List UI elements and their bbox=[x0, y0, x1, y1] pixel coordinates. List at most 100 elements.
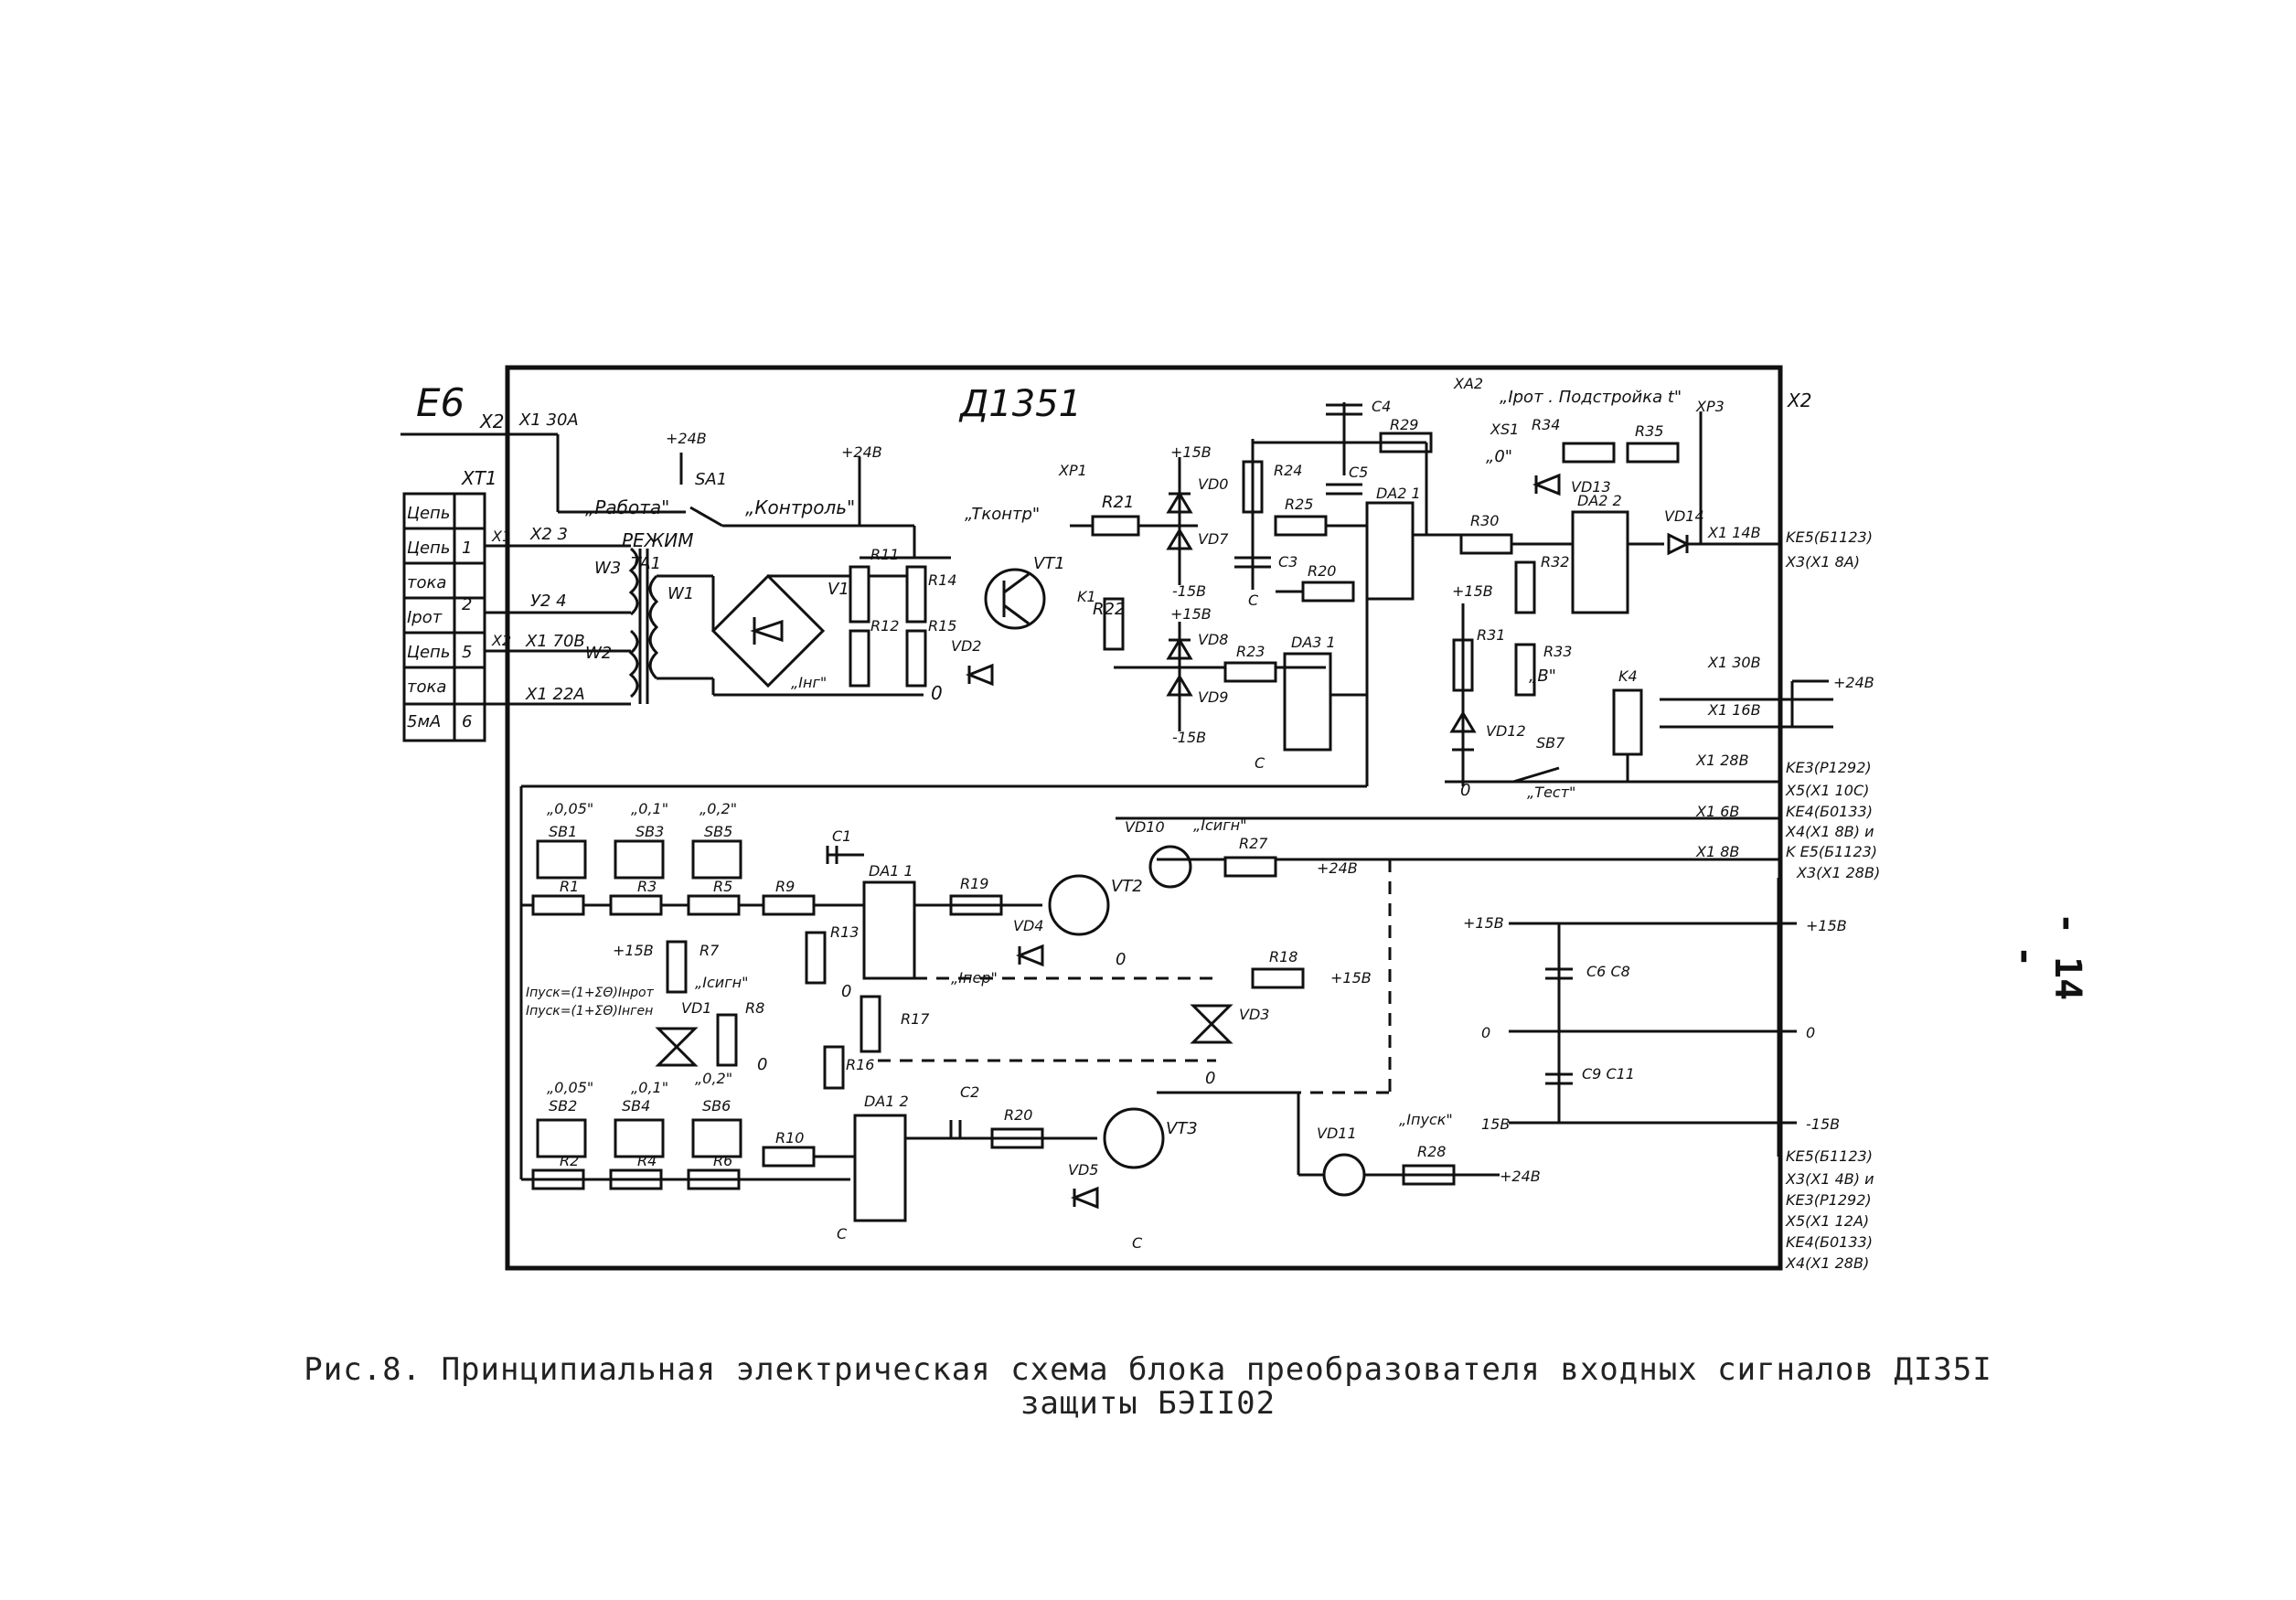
resistor-r13 bbox=[805, 931, 827, 985]
relay-k4-coil bbox=[1612, 688, 1643, 756]
r33-label: R33 bbox=[1543, 643, 1572, 660]
r20-label: R20 bbox=[1308, 562, 1336, 580]
gnd-da1-2: С bbox=[837, 1225, 848, 1243]
r22-label: R22 bbox=[1093, 600, 1125, 619]
resistor-r18 bbox=[1251, 967, 1305, 989]
xs1-label: XS1 bbox=[1490, 421, 1519, 438]
vt3-label: VT3 bbox=[1166, 1119, 1198, 1138]
vd11-section: VD11 „Iпуск" R28 +24В bbox=[1157, 1091, 1541, 1197]
xt1-row-num: 1 bbox=[462, 539, 472, 558]
out-label: X3(X1 8А) bbox=[1785, 553, 1860, 571]
xt1-row-label: Цепь bbox=[407, 504, 450, 523]
c9-c11-label: C9 C11 bbox=[1582, 1065, 1635, 1083]
minus15-vd7: -15В bbox=[1172, 582, 1206, 600]
out-label: Х1 16В bbox=[1707, 701, 1761, 719]
zero-vd12: 0 bbox=[1460, 781, 1470, 800]
out-label: KE3(Р1292) bbox=[1786, 1191, 1872, 1209]
tkontr-label: „Tконтр" bbox=[965, 505, 1040, 524]
mode-control-label: „Контроль" bbox=[745, 496, 855, 518]
c1-label: C1 bbox=[832, 827, 851, 845]
plus24-r27: +24В bbox=[1317, 859, 1358, 877]
resistor-r1 bbox=[531, 894, 585, 916]
resistor-r7 bbox=[666, 940, 688, 994]
da2-1-stage: R24 R25 C3 С C4 C5 R29 DA2 1 bbox=[1234, 398, 1463, 609]
vd4-label: VD4 bbox=[1013, 917, 1043, 934]
x2-3-label: X2 3 bbox=[529, 525, 568, 544]
resistor-r21 bbox=[1091, 515, 1140, 537]
w1-label: W1 bbox=[667, 584, 694, 603]
mode-work-label: „Работа" bbox=[585, 496, 669, 518]
b-label: „В" bbox=[1529, 667, 1556, 686]
vd14-label: VD14 bbox=[1664, 507, 1704, 525]
vd11-label: VD11 bbox=[1317, 1125, 1357, 1142]
r16-r17-vd3: R17 R16 „Iпер" R18 +15В VD3 0 bbox=[823, 859, 1392, 1094]
x2-top-label: X2 bbox=[479, 411, 504, 432]
out-label: X3(X1 4В) и bbox=[1785, 1170, 1874, 1188]
plus15-vd8: +15В bbox=[1170, 605, 1212, 623]
w3-label: W3 bbox=[594, 559, 621, 578]
k4-label: K4 bbox=[1618, 667, 1638, 685]
xp3-label: ХР3 bbox=[1695, 398, 1725, 415]
r34-label: R34 bbox=[1532, 416, 1560, 433]
bus-m15: -15В bbox=[1806, 1115, 1840, 1133]
xt1-row-num: 5 bbox=[462, 643, 472, 662]
out-label: KE4(Б0133) bbox=[1786, 803, 1873, 820]
r12-label: R12 bbox=[870, 617, 899, 635]
out-label: KE4(Б0133) bbox=[1786, 1233, 1873, 1251]
vd9-label: VD9 bbox=[1198, 688, 1228, 706]
out-label: Х1 8В bbox=[1695, 843, 1739, 860]
vd11-body bbox=[1322, 1153, 1366, 1197]
resistor-bank-r11-r15: R11 R12 R14 R15 +24В 0 bbox=[841, 443, 956, 704]
k01-upper: „0,1" bbox=[631, 800, 668, 817]
r4-label: R4 bbox=[637, 1152, 657, 1169]
resistor-r10 bbox=[762, 1146, 816, 1168]
x1-22a-label: Х1 22А bbox=[525, 685, 585, 704]
isum-label: „Iсигн" bbox=[1193, 816, 1246, 834]
resistor-r15 bbox=[905, 629, 927, 688]
resistor-r9 bbox=[762, 894, 816, 916]
w2-label: W2 bbox=[585, 644, 612, 663]
r16-label: R16 bbox=[846, 1056, 874, 1073]
k01-lower: „0,1" bbox=[631, 1079, 668, 1096]
r9-label: R9 bbox=[775, 878, 795, 895]
vd2-label: VD2 bbox=[951, 637, 981, 655]
resistor-r20 bbox=[1301, 581, 1355, 603]
x1-label: X1 bbox=[491, 528, 511, 545]
x1-label-28: +24В bbox=[841, 443, 882, 461]
power-buses: +15В +15В 0 0 15В -15В C6 C8 C9 C11 bbox=[1463, 878, 1847, 1157]
opamp-da3-1 bbox=[1283, 652, 1332, 752]
ipusk-label: „Iпуск" bbox=[1399, 1111, 1453, 1128]
resistor-r30 bbox=[1459, 533, 1513, 555]
xt1-body bbox=[402, 492, 486, 742]
sb3-label: SB3 bbox=[635, 823, 664, 840]
r27-label: R27 bbox=[1239, 835, 1268, 852]
xt1-row-label: Цепь bbox=[407, 539, 450, 558]
resistor-r8 bbox=[716, 1013, 738, 1067]
plus15-r7: +15В bbox=[613, 942, 654, 959]
r31-label: R31 bbox=[1477, 626, 1505, 644]
v1-label: V1 bbox=[828, 580, 849, 599]
r6-label: R6 bbox=[713, 1152, 732, 1169]
resistor-r23 bbox=[1223, 661, 1277, 683]
plus15-r18: +15В bbox=[1330, 969, 1372, 987]
out-label: +24В bbox=[1833, 674, 1874, 691]
xt1-row-label: 5мА bbox=[407, 712, 441, 731]
sb6-label: SB6 bbox=[702, 1097, 731, 1115]
gnd-da3: С bbox=[1255, 754, 1265, 772]
x2-right-label: X2 bbox=[1787, 389, 1811, 411]
r28-label: R28 bbox=[1417, 1143, 1446, 1160]
xt1-row-label: Iрот bbox=[407, 608, 443, 627]
c2-label: C2 bbox=[960, 1083, 979, 1101]
vd8-label: VD8 bbox=[1198, 631, 1228, 648]
da2-2-label: DA2 2 bbox=[1577, 492, 1622, 509]
xp1-label: ХР1 bbox=[1058, 462, 1087, 479]
opamp-da2-1 bbox=[1365, 501, 1415, 601]
resistor-r11 bbox=[849, 565, 870, 624]
page-number: - 14 - bbox=[2004, 912, 2088, 1001]
out-label: KE5(Б1123) bbox=[1786, 528, 1873, 546]
vd1-section: +15В R7 Iпуск=(1+ΣΘ)Iнрот Iпуск=(1+ΣΘ)Iн… bbox=[526, 940, 767, 1074]
minus15-vd9: -15В bbox=[1172, 729, 1206, 746]
xa2-label: ХА2 bbox=[1453, 375, 1483, 392]
block-frame bbox=[505, 365, 1783, 1271]
